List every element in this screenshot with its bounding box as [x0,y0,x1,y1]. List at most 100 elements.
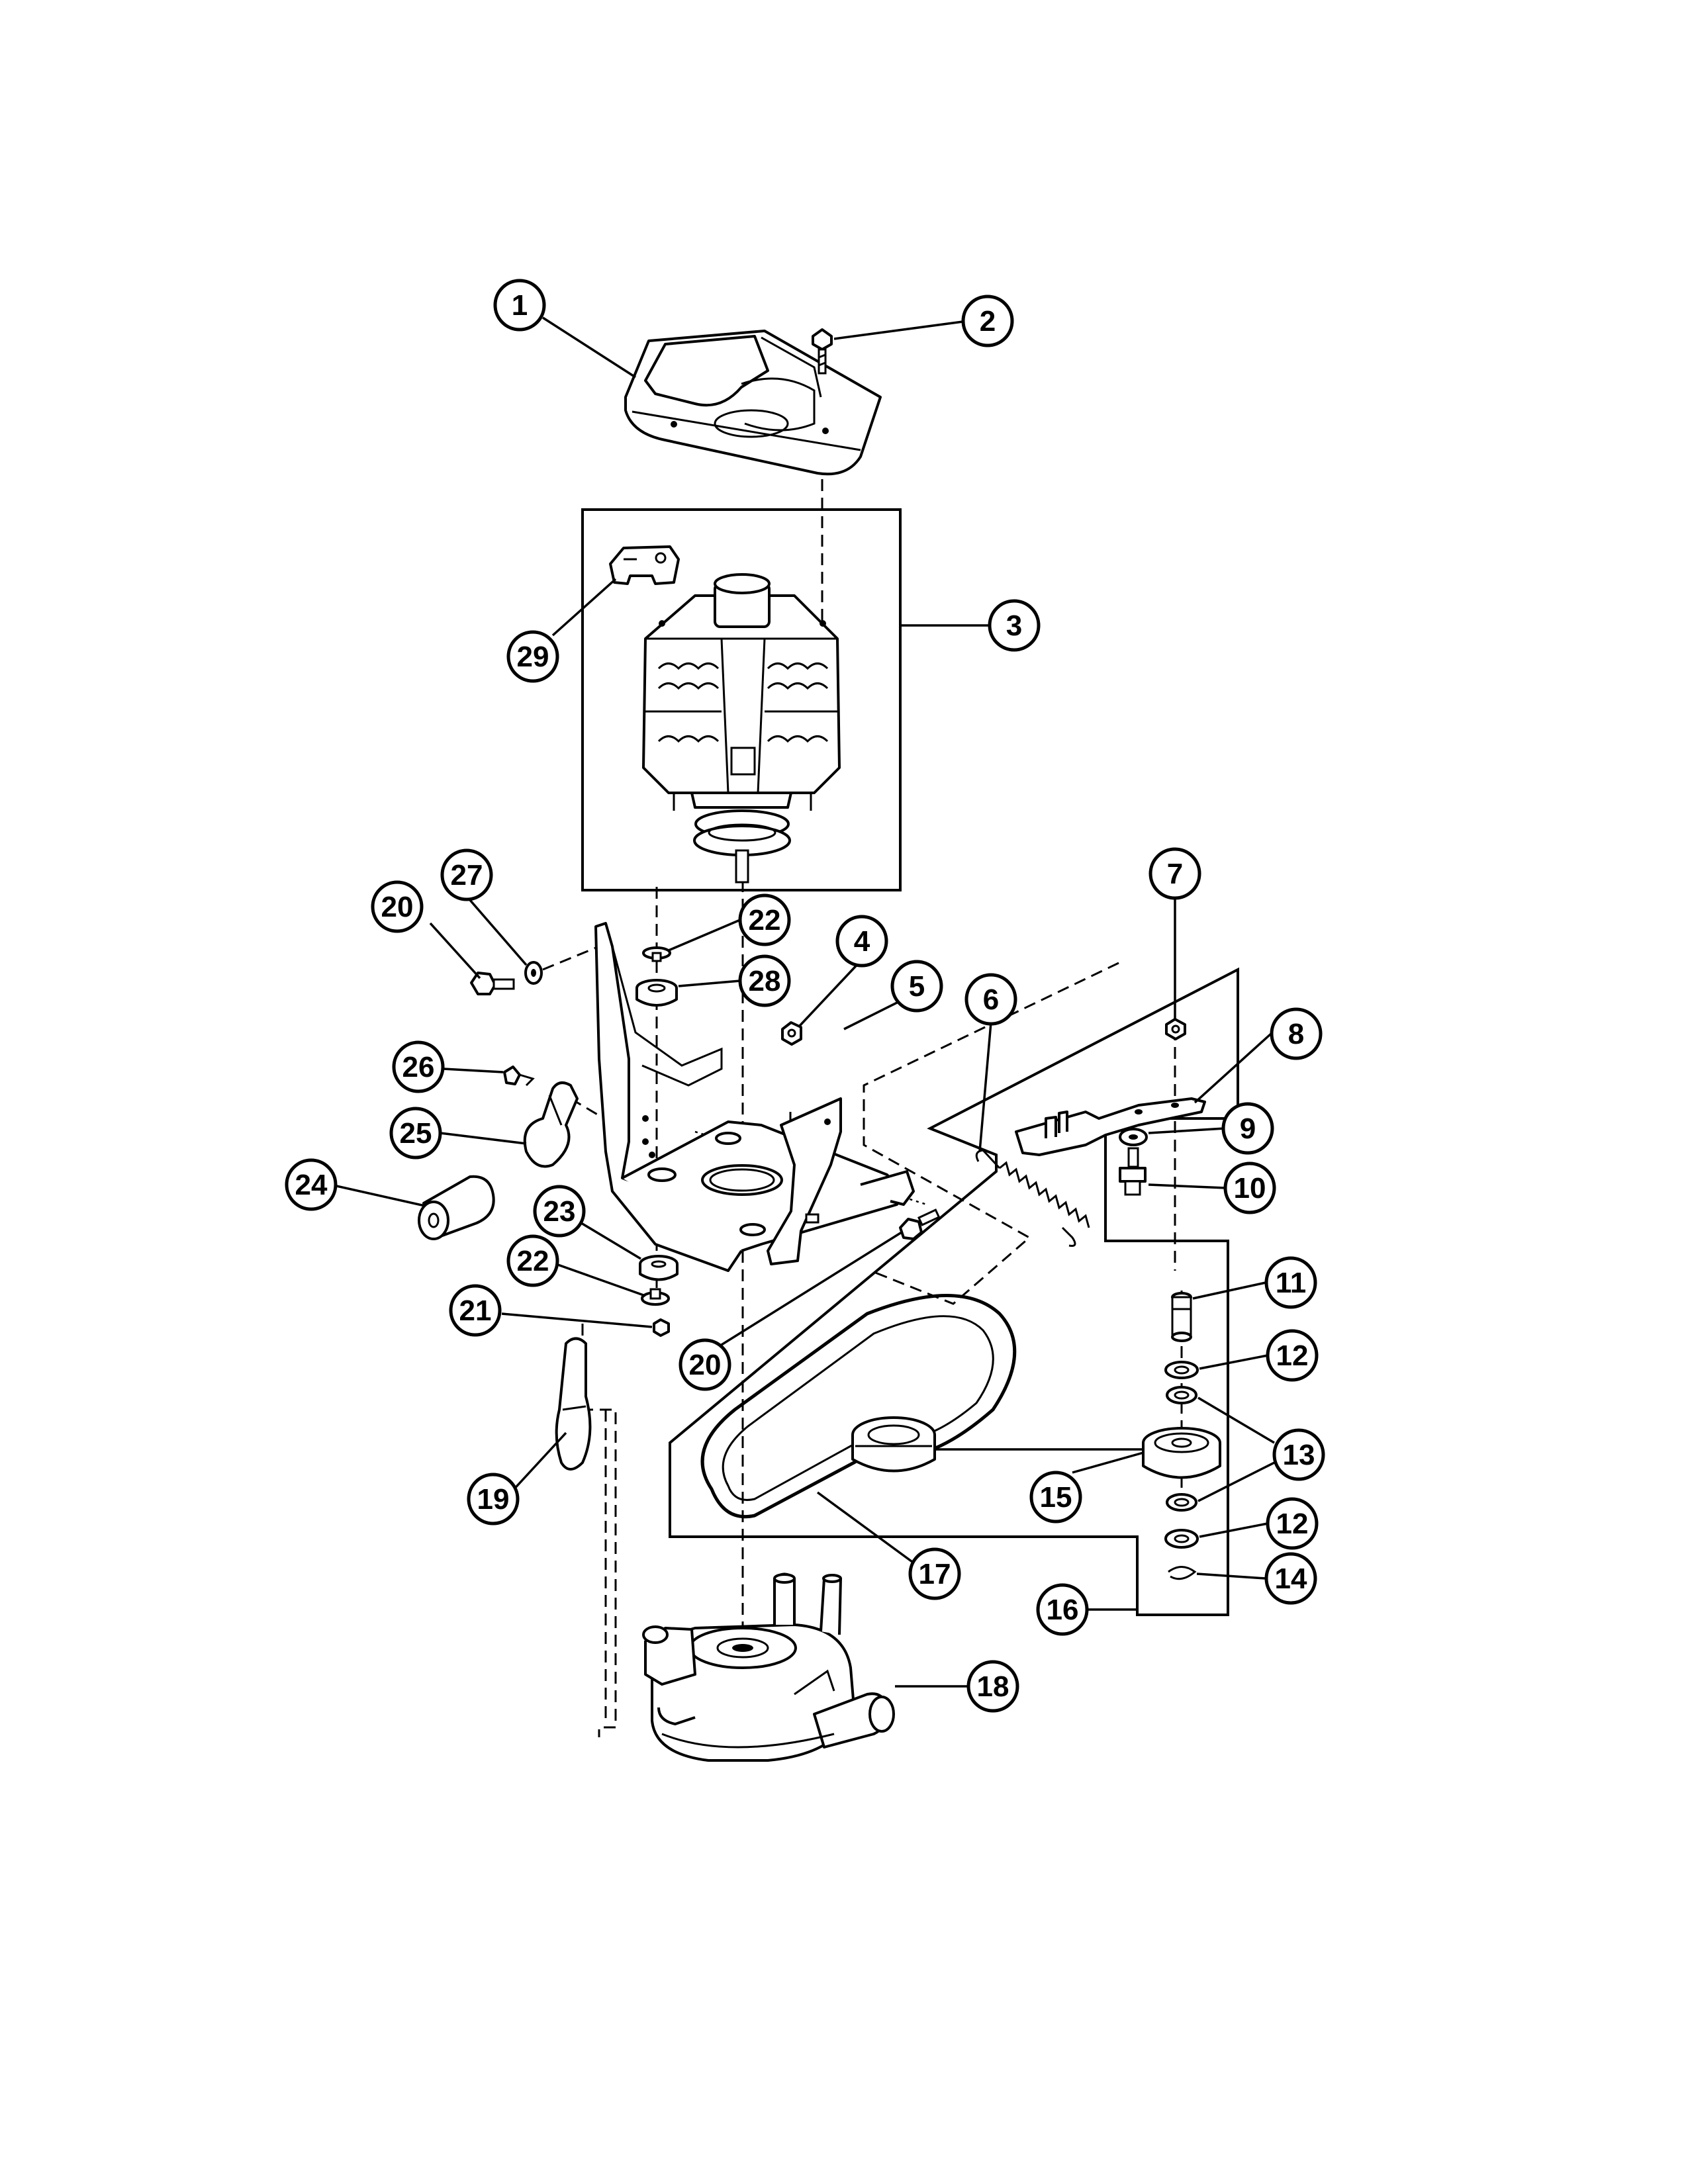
motor-bracket-part [594,922,915,1272]
callout-25: 25 [389,1107,442,1160]
leader-27 [469,899,528,966]
leader-21 [501,1312,653,1328]
callout-label: 7 [1167,858,1183,890]
leader-23 [581,1222,641,1260]
cover-screw-part [812,328,833,375]
leader-13-a [1197,1396,1275,1444]
callout-12-lower: 12 [1266,1497,1319,1550]
washer-12-upper [1164,1361,1199,1379]
callout-label: 22 [749,904,781,936]
washer-9-part [1119,1128,1148,1146]
bolt-20-upper-part [470,972,515,995]
callout-label: 25 [400,1117,432,1150]
callout-label: 28 [749,965,781,997]
leader-8 [1194,1032,1272,1104]
callout-label: 23 [543,1195,576,1228]
callout-label: 13 [1283,1439,1315,1471]
lower-grommet-23 [639,1255,679,1281]
leader-2 [833,320,968,340]
callout-label: 11 [1276,1267,1307,1299]
callout-label: 4 [854,925,870,958]
pump-18-part [642,1572,895,1762]
callout-18: 18 [966,1660,1019,1713]
callout-label: 20 [381,891,414,923]
callout-6: 6 [964,973,1017,1026]
leader-25 [440,1132,527,1145]
motor-part [642,573,841,884]
callout-17: 17 [908,1547,961,1600]
callout-label: 12 [1276,1340,1309,1372]
screw-26-part [503,1066,535,1087]
leader-22-lower [555,1263,646,1297]
washer-13-upper [1166,1386,1197,1404]
leader-6 [978,1022,992,1152]
callout-label: 9 [1240,1113,1256,1145]
leader-12-lower [1199,1522,1268,1538]
washer-27-part [524,961,543,985]
retaining-ring-14 [1168,1566,1197,1580]
callout-label: 14 [1275,1563,1307,1595]
callout-11: 11 [1264,1256,1317,1309]
callout-label: 3 [1006,610,1022,642]
callout-26: 26 [392,1040,445,1093]
callout-5: 5 [890,960,943,1013]
callout-1: 1 [493,279,546,332]
callout-label: 5 [909,970,925,1003]
callout-24: 24 [285,1158,338,1211]
capacitor-24-part [418,1175,495,1240]
callout-19: 19 [467,1473,520,1525]
callout-label: 12 [1276,1508,1309,1540]
callout-2: 2 [961,295,1014,347]
callout-9: 9 [1221,1102,1274,1155]
callout-22-upper: 22 [738,893,791,946]
leader-24 [336,1185,426,1207]
motor-cover-part [624,330,882,476]
callout-label: 17 [919,1558,951,1590]
callout-label: 1 [512,289,528,322]
callout-label: 27 [451,859,483,891]
callout-label: 6 [983,983,999,1016]
callout-8: 8 [1270,1007,1323,1060]
leader-29 [551,578,617,637]
upper-grommet-28 [635,979,678,1007]
nut-4-part [781,1021,802,1046]
idler-pulley-15-part [1142,1427,1221,1479]
leader-26 [443,1068,504,1073]
callout-label: 8 [1288,1018,1304,1050]
callout-label: 10 [1234,1172,1266,1205]
callout-label: 22 [517,1245,549,1277]
callout-14: 14 [1264,1552,1317,1605]
callout-label: 24 [295,1169,328,1201]
idler-plate-8-part [1015,1097,1206,1156]
clip-25-part [523,1081,579,1168]
callout-13: 13 [1272,1428,1325,1481]
leader-15-a [1072,1451,1144,1474]
motor-switch-part [609,545,680,585]
washer-12-lower [1164,1529,1199,1549]
leader-28 [678,979,741,987]
stud-10-part [1119,1147,1147,1196]
belt-assembly-frame [669,967,1239,1616]
leader-14 [1196,1572,1266,1580]
leader-22-upper [668,919,741,952]
lower-bushing-22 [641,1288,670,1306]
callout-21: 21 [449,1284,502,1337]
callout-label: 16 [1047,1594,1079,1626]
callout-22-lower: 22 [506,1234,559,1287]
callout-label: 19 [477,1483,510,1516]
leader-10 [1148,1183,1227,1189]
washer-13-lower [1166,1493,1197,1512]
callout-label: 18 [977,1670,1009,1703]
callout-7: 7 [1149,847,1201,900]
leader-20-lower [718,1231,902,1348]
shaft-11-part [1171,1292,1192,1342]
callout-3: 3 [988,599,1041,652]
nut-7-part [1165,1018,1186,1040]
callout-20-lower: 20 [679,1338,731,1391]
callout-23: 23 [533,1185,586,1238]
leader-1 [542,316,636,379]
bolt-20-lower-part [899,1208,941,1240]
leader-11 [1192,1281,1266,1300]
callout-label: 21 [459,1295,492,1327]
